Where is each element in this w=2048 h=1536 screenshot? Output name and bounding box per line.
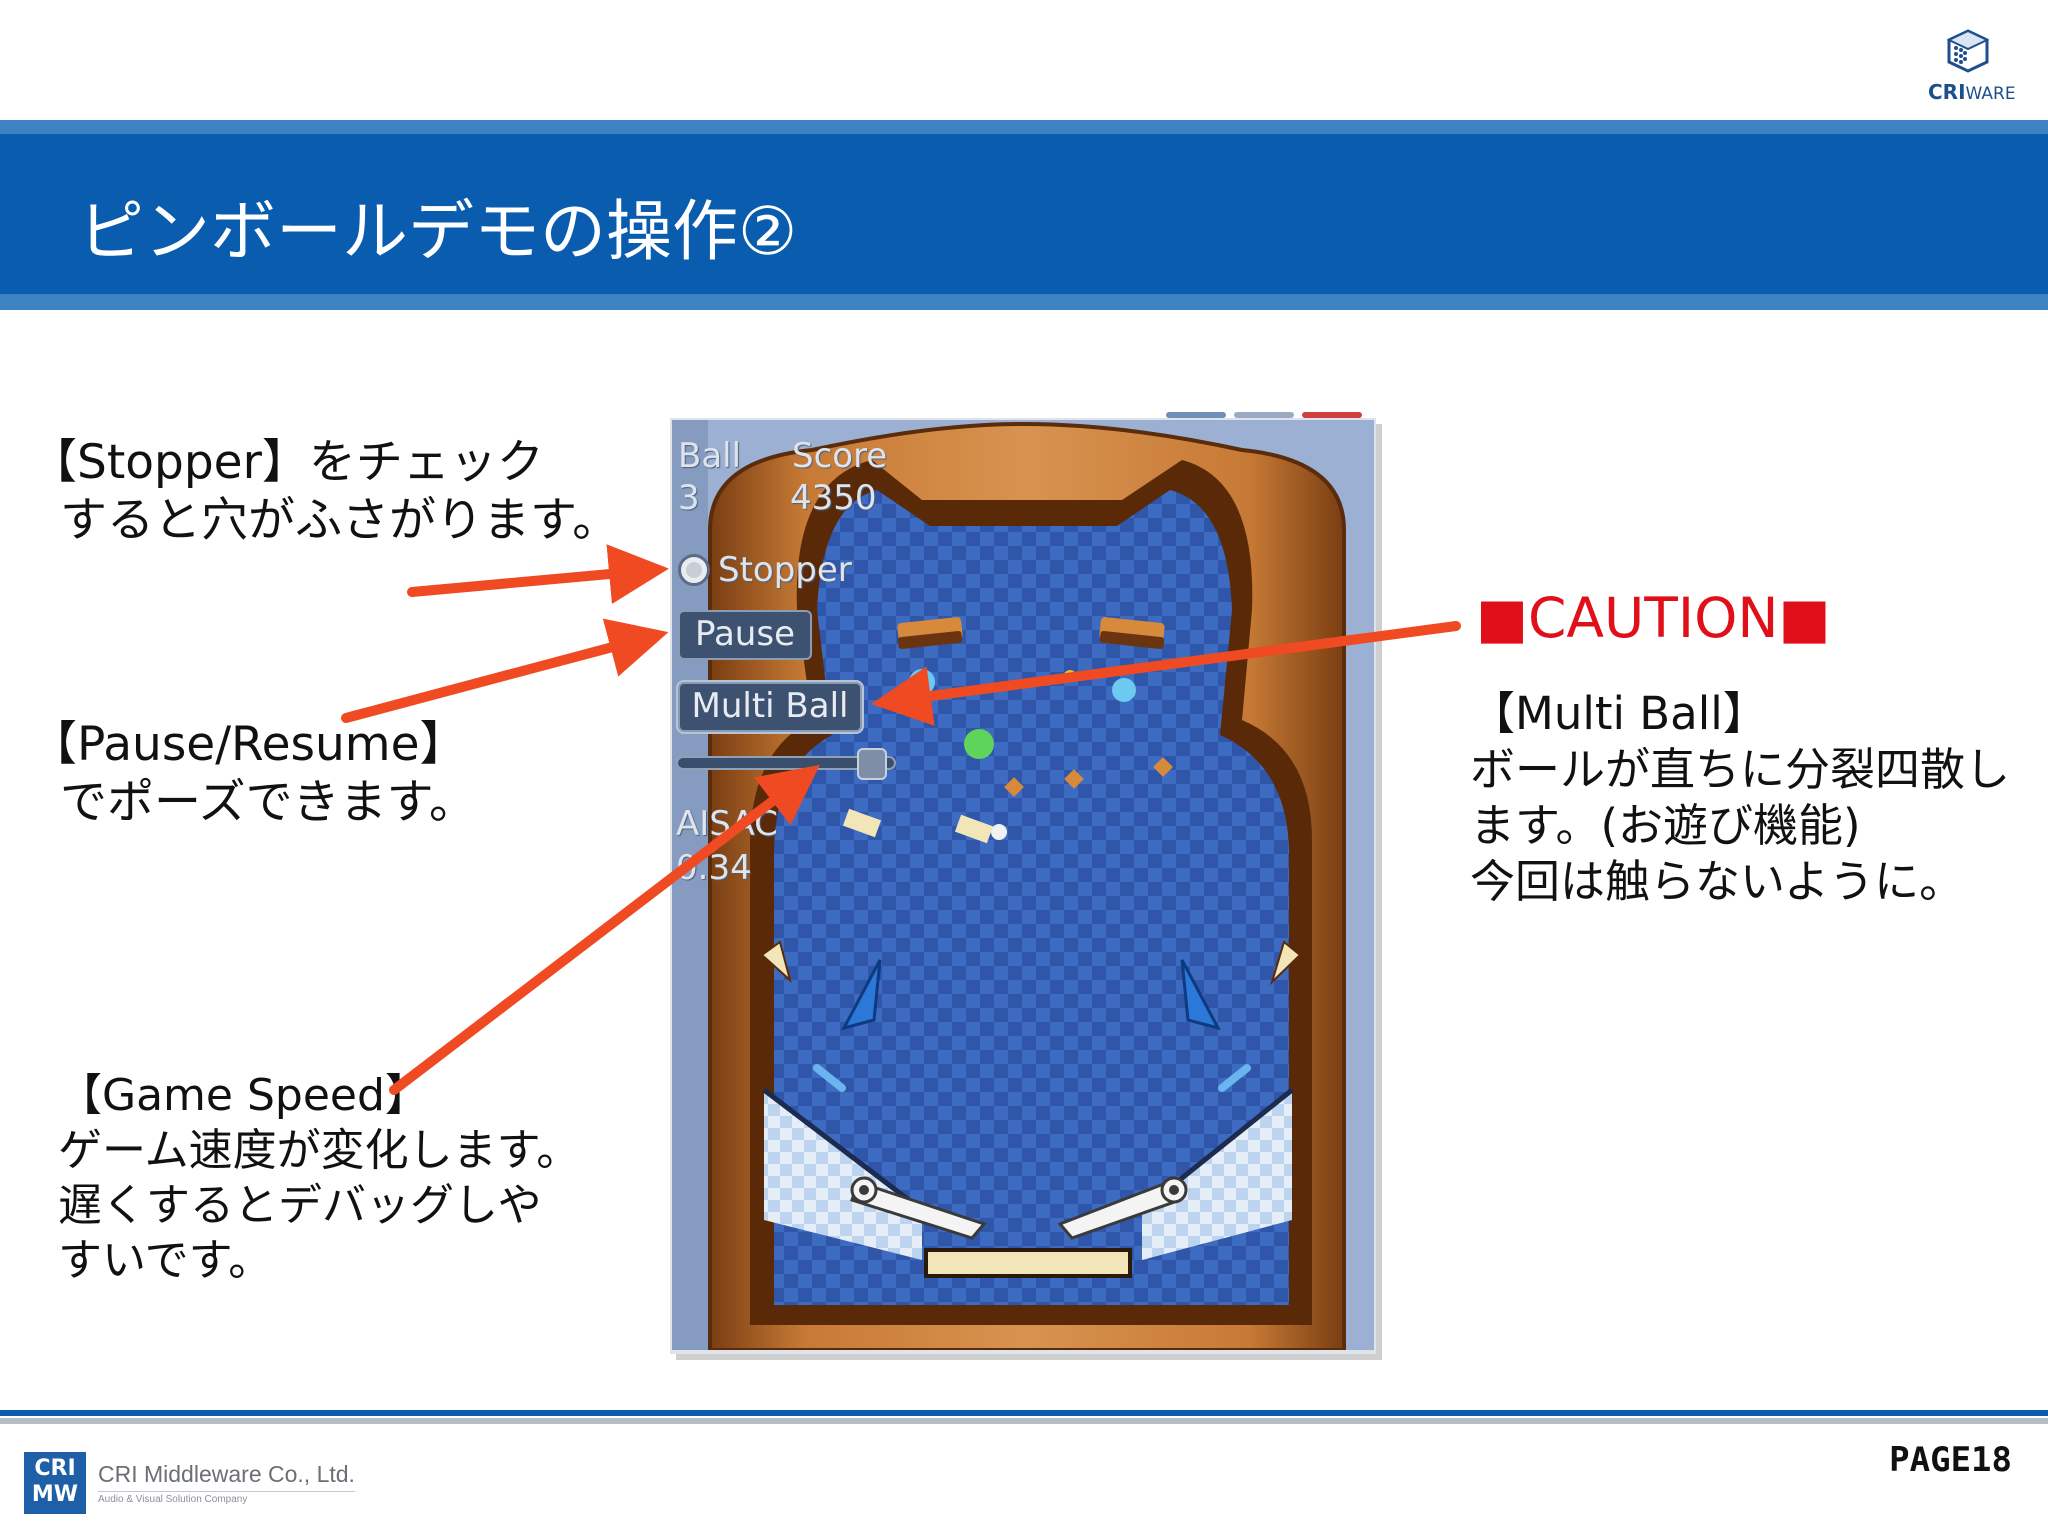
score-value: 4350 (790, 478, 877, 518)
bumper-blocks (897, 617, 1165, 650)
game-speed-arrow (389, 764, 820, 1095)
score-label: Score (792, 436, 888, 476)
note-speed-line: 【Game Speed】 (58, 1070, 429, 1121)
footer-line (0, 1410, 2048, 1416)
note-pause: 【Pause/Resume】 でポーズできます。 (30, 716, 476, 832)
cri-mw-logo-icon: CRI MW (24, 1452, 86, 1514)
stopper-toggle[interactable]: Stopper (678, 550, 852, 590)
title-band (0, 134, 2048, 294)
note-multi-line: 【Multi Ball】 (1470, 687, 1768, 740)
left-flipper (850, 1176, 987, 1240)
page-number: PAGE18 (1889, 1440, 2012, 1480)
cube-icon (1946, 29, 1990, 73)
note-pause-line: でポーズできます。 (60, 775, 476, 830)
stopper-arrow (407, 544, 669, 604)
ball-label: Ball (678, 436, 742, 476)
note-stopper-line: すると穴がふさがります。 (60, 493, 620, 548)
note-stopper: 【Stopper】をチェック すると穴がふさがります。 (30, 434, 619, 550)
note-multi-line: ます。(お遊び機能) (1470, 799, 1861, 852)
ball (964, 729, 994, 759)
note-multi-line: ボールが直ちに分裂四散し (1470, 743, 2011, 796)
logo-text-bold: CRI (1928, 80, 1966, 104)
window-controls (1166, 412, 1362, 418)
note-speed-line: ゲーム速度が変化します。 (58, 1125, 581, 1176)
note-pause-line: 【Pause/Resume】 (30, 717, 467, 772)
stopper-radio[interactable] (678, 554, 710, 586)
game-speed-slider-thumb[interactable] (856, 748, 887, 780)
note-speed-line: 遅くするとデバッグしや (58, 1180, 542, 1231)
company-subtitle: Audio & Visual Solution Company (98, 1491, 355, 1505)
page-title: ピンボールデモの操作② (78, 193, 798, 270)
footer-line (0, 1418, 2048, 1424)
logo-text-light: WARE (1965, 84, 2016, 104)
footer-logo: CRI MW CRI Middleware Co., Ltd. Audio & … (24, 1452, 355, 1514)
company-name: CRI Middleware Co., Ltd. (98, 1461, 355, 1487)
title-band-bottom (0, 294, 2048, 310)
caution-title: ■CAUTION■ (1476, 586, 1831, 650)
note-game-speed: 【Game Speed】 ゲーム速度が変化します。 遅くするとデバッグしや すい… (58, 1068, 580, 1288)
stopper-label: Stopper (718, 550, 852, 590)
ball-count: 3 (678, 478, 700, 518)
pause-arrow (341, 618, 669, 723)
note-multi-line: 今回は触らないように。 (1470, 855, 1965, 908)
multi-ball-arrow (871, 621, 1461, 726)
note-multi-ball: 【Multi Ball】 ボールが直ちに分裂四散し ます。(お遊び機能) 今回は… (1470, 686, 2010, 910)
criware-logo: CRIWARE (1928, 28, 2016, 108)
note-stopper-line: 【Stopper】をチェック (30, 435, 544, 490)
note-speed-line: すいです。 (58, 1235, 273, 1286)
ball (1112, 678, 1136, 702)
title-band-top (0, 120, 2048, 134)
right-flipper (1057, 1176, 1188, 1240)
ball (991, 824, 1007, 840)
pause-button[interactable]: Pause (678, 610, 812, 660)
multi-ball-button[interactable]: Multi Ball (678, 682, 862, 732)
